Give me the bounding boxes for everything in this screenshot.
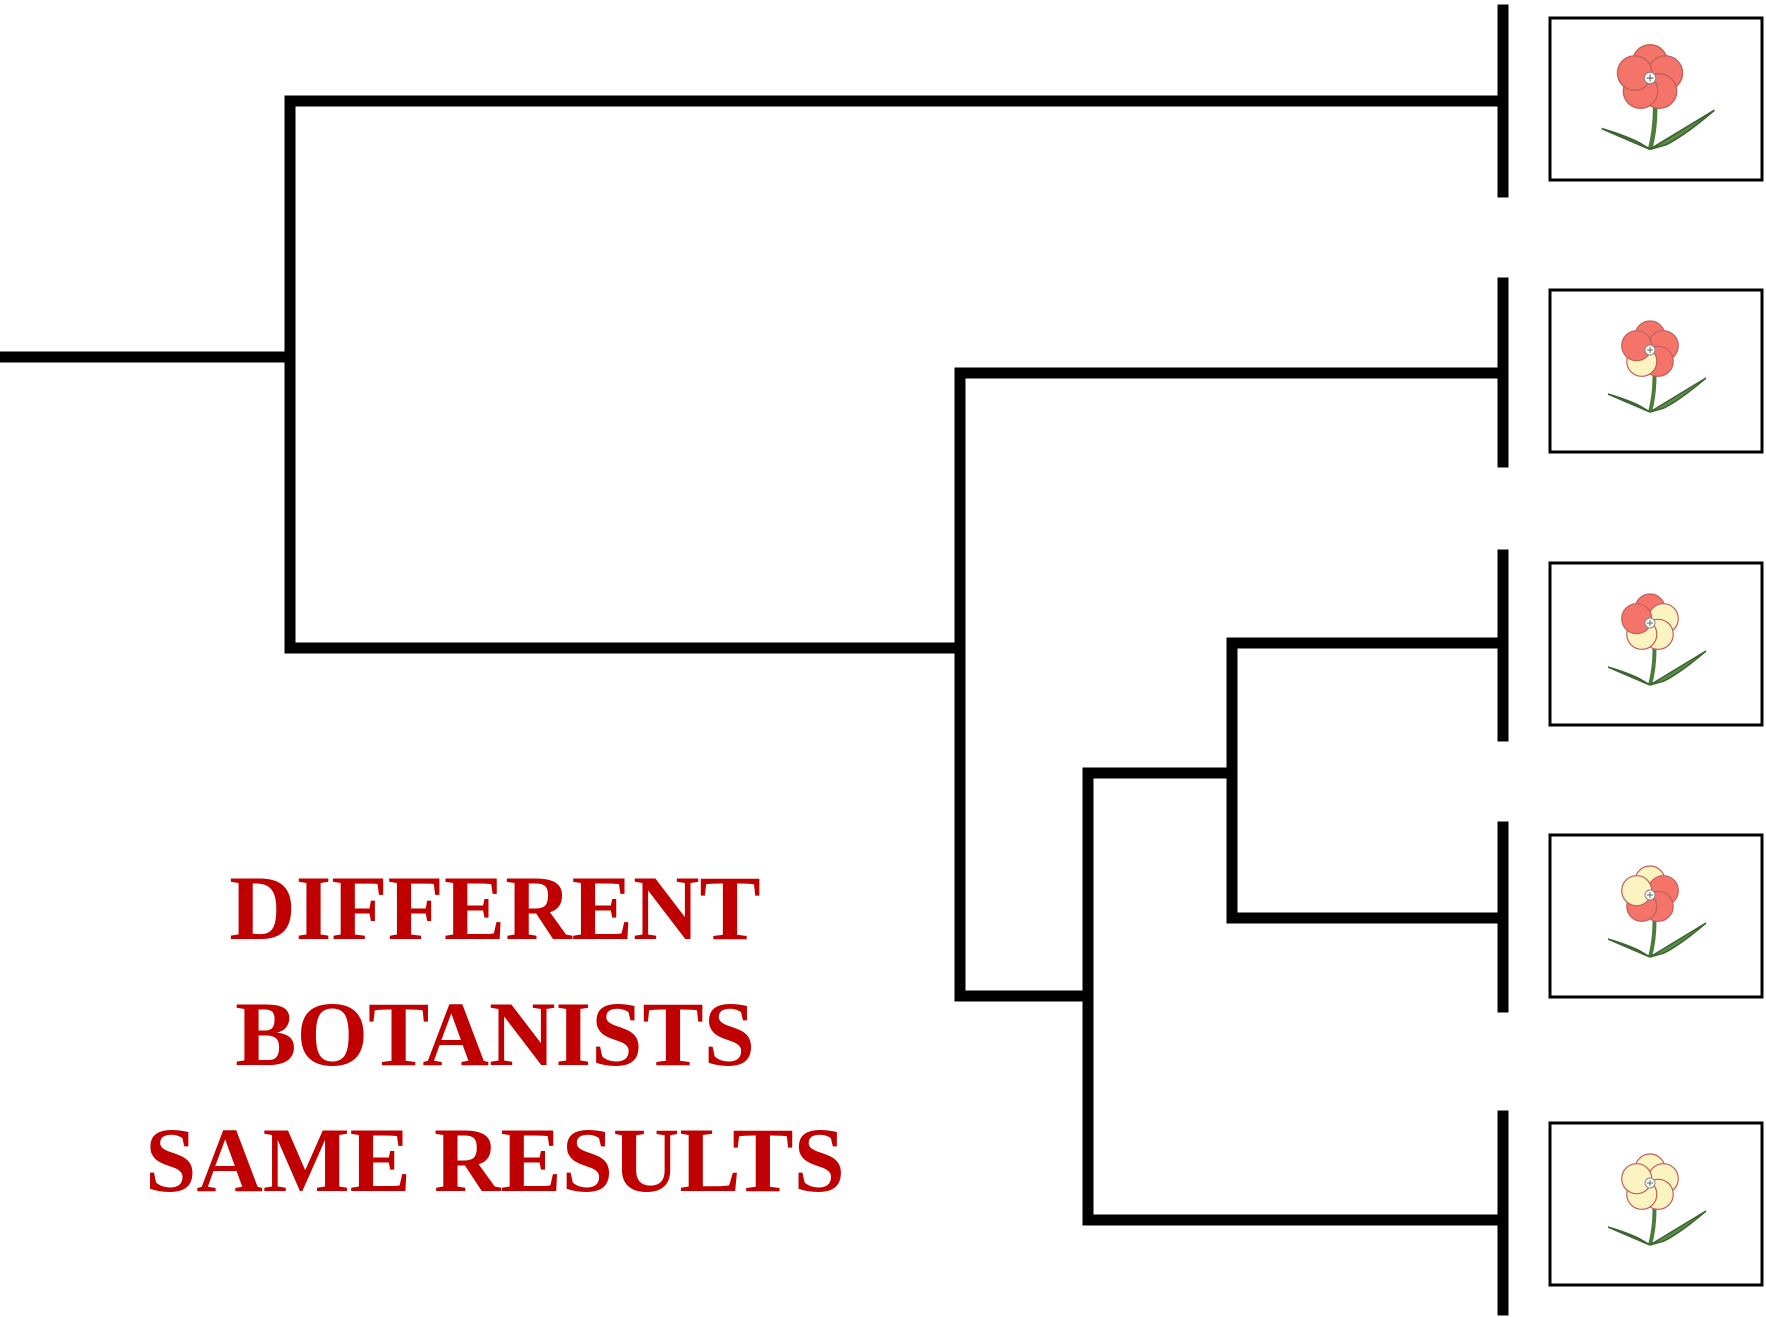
caption-line-3: SAME RESULTS (145, 1109, 845, 1211)
leaf-box-1 (1548, 16, 1764, 182)
flower-icon (1607, 593, 1707, 686)
flower-icon (1607, 1153, 1707, 1246)
leaf-boxes (1548, 16, 1764, 1287)
leaf-box-3 (1548, 561, 1764, 727)
caption: DIFFERENT BOTANISTS SAME RESULTS (40, 845, 950, 1223)
leaf-box-2 (1548, 288, 1764, 454)
leaf-box-5 (1548, 1121, 1764, 1287)
flower-icon (1607, 865, 1707, 958)
flower-icon (1607, 320, 1707, 413)
tree-branches (0, 4, 1509, 1316)
caption-line-2: BOTANISTS (235, 983, 755, 1085)
caption-line-1: DIFFERENT (229, 857, 761, 959)
flower-icon (1601, 43, 1715, 151)
leaf-box-4 (1548, 833, 1764, 999)
